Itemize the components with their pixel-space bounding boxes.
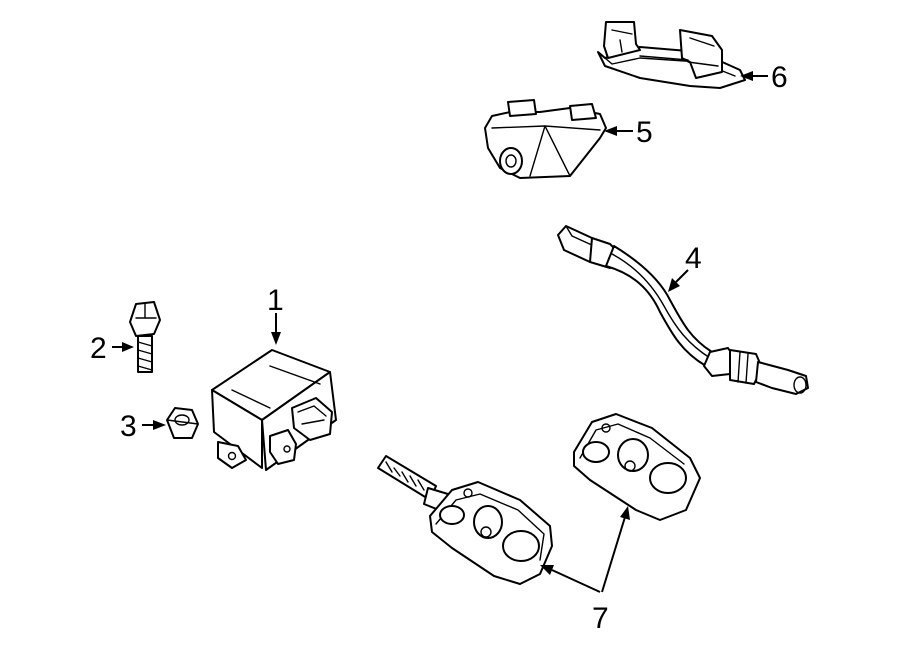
callout-7: 7 <box>540 506 630 635</box>
part-7-remote <box>573 413 701 521</box>
callout-label-3: 3 <box>120 410 137 443</box>
part-6-bracket <box>597 21 746 89</box>
part-2-bolt <box>129 301 161 373</box>
callout-label-1: 1 <box>267 284 284 317</box>
callout-label-7: 7 <box>592 602 609 635</box>
part-1-module <box>211 349 337 471</box>
part-3-nut <box>166 407 199 439</box>
callout-label-2: 2 <box>90 332 107 365</box>
callout-5: 5 <box>604 116 653 149</box>
part-4-sensor <box>557 225 809 395</box>
callout-label-6: 6 <box>771 61 788 94</box>
callout-2: 2 <box>90 332 134 365</box>
part-5-camera <box>484 99 607 179</box>
callout-label-4: 4 <box>685 242 702 275</box>
callout-3: 3 <box>120 410 166 443</box>
callout-4: 4 <box>668 242 702 292</box>
callout-6: 6 <box>740 61 788 94</box>
callout-1: 1 <box>267 284 284 345</box>
part-7-flip-key <box>377 455 553 585</box>
callout-label-5: 5 <box>636 116 653 149</box>
